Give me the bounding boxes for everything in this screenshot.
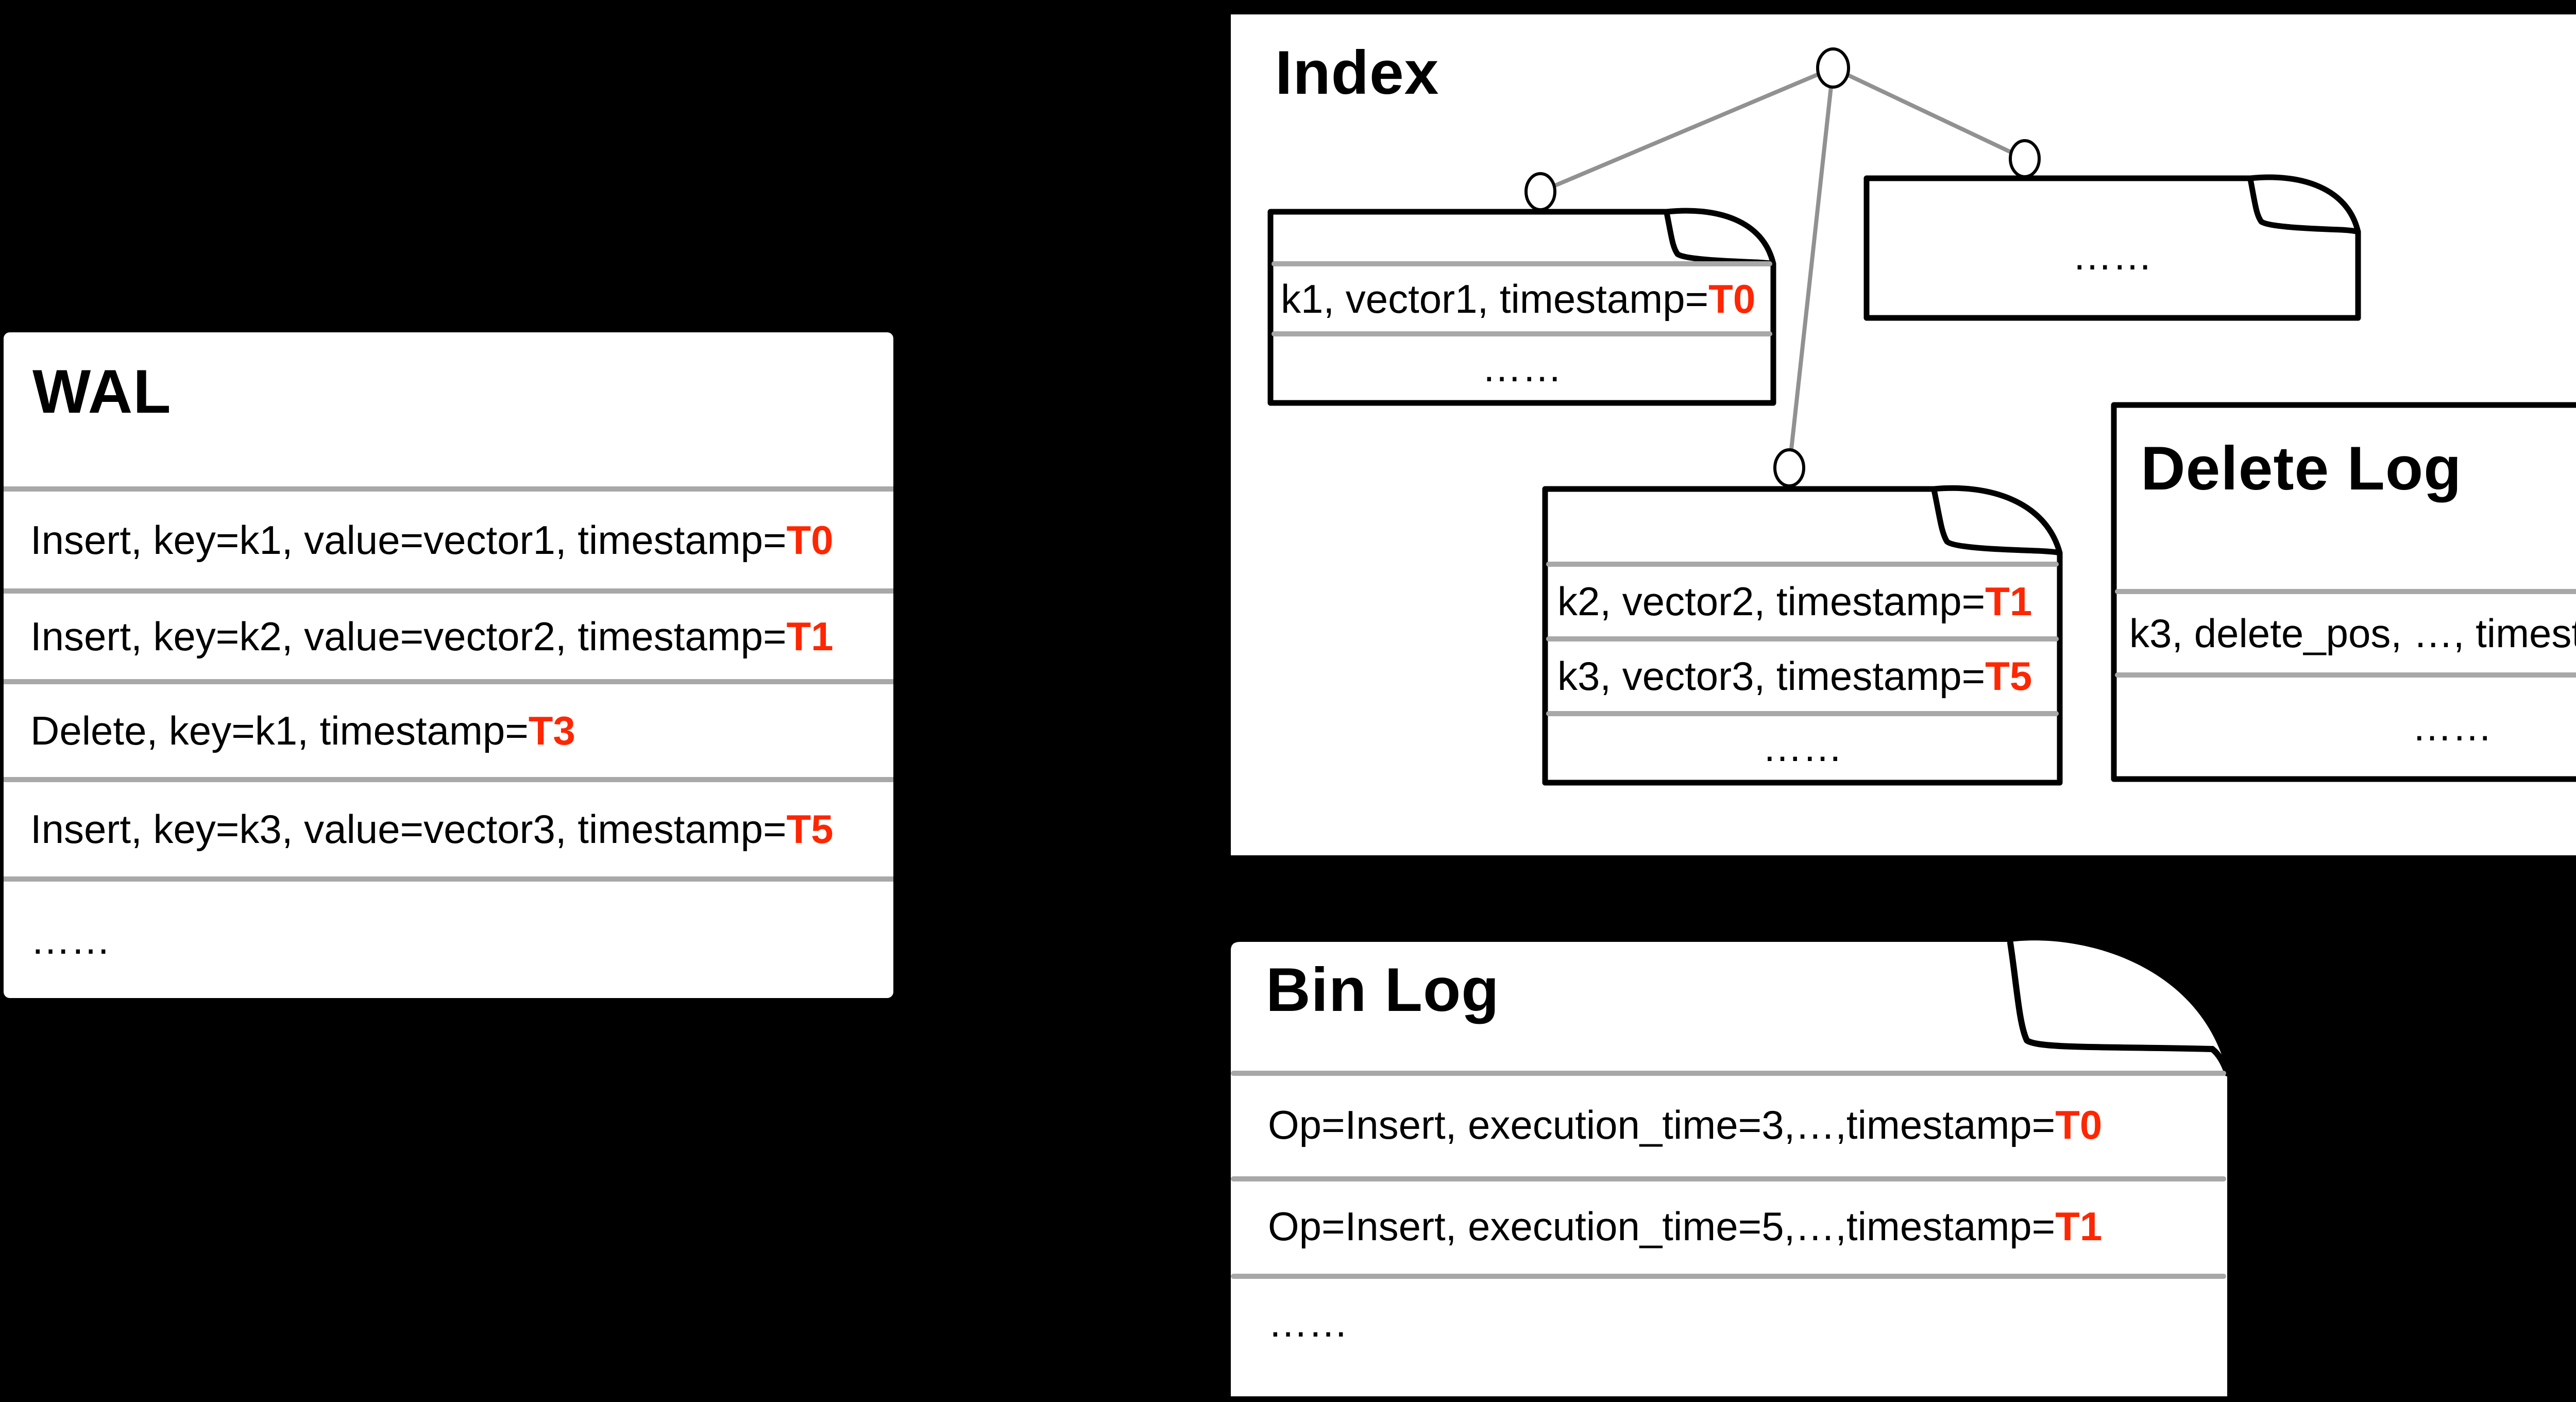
segment-row-text: k1, vector1, timestamp=	[1281, 276, 1709, 322]
wal-row-text: Delete, key=k1, timestamp=	[30, 707, 529, 753]
timestamp-value: T0	[786, 517, 834, 563]
bin-log-row-text: Op=Insert, execution_time=3,…,timestamp=	[1268, 1102, 2056, 1147]
ellipsis-text: ……	[2072, 233, 2153, 278]
ellipsis-text: ……	[2412, 703, 2493, 749]
ellipsis-row: ……	[1868, 191, 2357, 321]
tree-node-left	[1524, 172, 1556, 211]
wal-row-text: Insert, key=k3, value=vector3, timestamp…	[30, 806, 787, 852]
delete-log-title: Delete Log	[2141, 434, 2462, 503]
wal-row-text: Insert, key=k1, value=vector1, timestamp…	[30, 517, 787, 563]
timestamp-value: T1	[1985, 579, 2032, 624]
row-divider	[1546, 562, 2059, 567]
wal-row-insert-k1: Insert, key=k1, value=vector1, timestamp…	[4, 486, 893, 588]
segment-row: k3, vector3, timestamp=T5	[1557, 639, 2032, 714]
delete-log-box: Delete Log k3, delete_pos, …, timestamp=…	[2111, 402, 2576, 782]
row-divider	[1231, 1274, 2226, 1279]
ellipsis-row: ……	[1268, 1276, 1348, 1369]
timestamp-value: T3	[528, 707, 575, 753]
index-segment-k2k3: k2, vector2, timestamp=T1 k3, vector3, t…	[1542, 485, 2063, 786]
segment-row-text: k2, vector2, timestamp=	[1557, 579, 1986, 624]
ellipsis-row: ……	[2115, 675, 2576, 778]
document-outline	[1231, 940, 2227, 1396]
page-fold-icon	[1931, 487, 2063, 556]
row-divider	[1546, 636, 2059, 641]
wal-row-ellipsis: ……	[4, 876, 893, 998]
timestamp-value: T5	[1985, 653, 2032, 699]
bin-log-row: Op=Insert, execution_time=5,…,timestamp=…	[1268, 1179, 2102, 1274]
bin-log-row: Op=Insert, execution_time=3,…,timestamp=…	[1268, 1073, 2102, 1176]
ellipsis-row: ……	[1272, 334, 1772, 401]
ellipsis-text: ……	[1762, 724, 1843, 770]
tree-edge-middle	[1787, 67, 1835, 468]
timestamp-value: T0	[2055, 1102, 2103, 1147]
index-segment-k1: k1, vector1, timestamp=T0 ……	[1267, 208, 1776, 406]
row-divider	[2115, 589, 2576, 594]
wal-row-insert-k2: Insert, key=k2, value=vector2, timestamp…	[4, 588, 893, 679]
ellipsis-text: ……	[1482, 344, 1562, 390]
ellipsis-text: ……	[30, 917, 111, 962]
bin-log-title: Bin Log	[1266, 955, 1500, 1024]
tree-node-right	[2009, 139, 2041, 178]
delete-log-row: k3, delete_pos, …, timestamp=T3	[2129, 592, 2576, 675]
wal-row-text: Insert, key=k2, value=vector2, timestamp…	[30, 613, 787, 659]
document-page-shape	[1863, 174, 2361, 321]
index-segment-more: ……	[1863, 174, 2361, 321]
row-divider	[1231, 1071, 2226, 1076]
row-divider	[1272, 261, 1772, 266]
delete-log-row-text: k3, delete_pos, …, timestamp=	[2129, 610, 2576, 656]
row-divider	[1272, 331, 1772, 336]
bin-log-box: Bin Log Op=Insert, execution_time=3,…,ti…	[1231, 939, 2230, 1396]
tree-edge-right	[1832, 66, 2026, 161]
row-divider	[2115, 672, 2576, 678]
tree-node-middle	[1773, 448, 1805, 487]
bin-log-row-text: Op=Insert, execution_time=5,…,timestamp=	[1268, 1203, 2056, 1249]
ellipsis-row: ……	[1546, 714, 2059, 781]
ellipsis-text: ……	[1268, 1299, 1348, 1345]
row-divider	[1231, 1176, 2226, 1181]
document-page-shape	[1231, 940, 2230, 1396]
segment-row: k1, vector1, timestamp=T0	[1281, 264, 1755, 334]
tree-edge-left	[1539, 66, 1834, 194]
tree-node-root	[1816, 47, 1850, 89]
index-tree	[1524, 47, 2041, 487]
page-fold-icon	[2247, 176, 2361, 235]
wal-title: WAL	[32, 357, 172, 426]
segment-row: k2, vector2, timestamp=T1	[1557, 564, 2032, 639]
row-divider	[1546, 711, 2059, 716]
index-title: Index	[1275, 38, 1439, 107]
wal-row-delete-k1: Delete, key=k1, timestamp=T3	[4, 679, 893, 777]
timestamp-value: T1	[2055, 1203, 2103, 1249]
timestamp-value: T0	[1708, 276, 1756, 322]
segment-row-text: k3, vector3, timestamp=	[1557, 653, 1986, 699]
page-fold-icon	[2007, 940, 2230, 1076]
timestamp-value: T1	[786, 613, 834, 659]
wal-row-insert-k3: Insert, key=k3, value=vector3, timestamp…	[4, 777, 893, 876]
tree-edges	[1539, 66, 2026, 468]
timestamp-value: T5	[786, 806, 834, 852]
wal-log-box: WAL Insert, key=k1, value=vector1, times…	[4, 332, 893, 998]
